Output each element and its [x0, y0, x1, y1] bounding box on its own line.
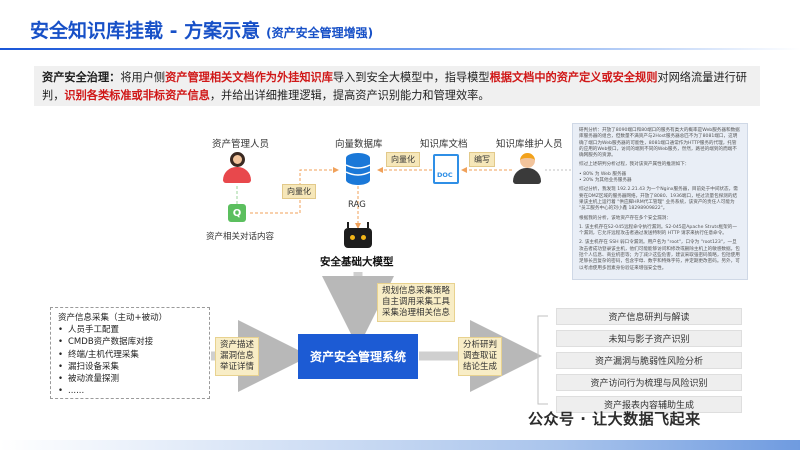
kb-maintainer-icon — [512, 153, 542, 185]
output-item: 资产报表内容辅助生成 — [556, 396, 742, 413]
database-icon — [345, 153, 371, 185]
input-note-line: 资产描述 — [220, 340, 255, 350]
analysis-note-line: 结论生成 — [463, 362, 498, 372]
chat-icon: Q — [228, 204, 246, 222]
asset-admin-icon — [222, 152, 252, 184]
collection-item: 人员手工配置 — [58, 324, 202, 336]
summary-highlight: 资产管理相关文档作为外挂知识库 — [165, 71, 333, 84]
summary-highlight: 识别各类标准或非标资产信息 — [64, 89, 210, 102]
info-paragraph: 1. 该主机存在S2-045远程命令执行漏洞。S2-045是Apache Str… — [579, 224, 737, 237]
info-paragraph: 根据我的分析，该地资产存在多个安全漏洞： — [579, 215, 671, 221]
collection-item: 被动流量探测 — [58, 373, 202, 385]
vectorize-right-tag: 向量化 — [386, 152, 420, 167]
collection-item: 漏扫设备采集 — [58, 361, 202, 373]
kb-doc-label: 知识库文档 — [420, 139, 468, 150]
strategy-line: 采集治理相关信息 — [382, 308, 451, 318]
strategy-note: 规划信息采集策略 自主调用采集工具 采集治理相关信息 — [377, 283, 456, 322]
summary-box: 资产安全治理：将用户侧资产管理相关文档作为外挂知识库导入到安全大模型中，指导模型… — [34, 66, 760, 106]
summary-text: 将用户侧 — [120, 71, 166, 84]
model-label: 安全基础大模型 — [320, 256, 394, 268]
watermark: 公众号 · 让大数据飞起来 — [528, 410, 701, 428]
kb-maintainer-label: 知识库维护人员 — [496, 139, 563, 150]
summary-text: ，并给出详细推理逻辑，提高资产识别能力和管理效率。 — [209, 89, 490, 102]
rag-label: RAG — [348, 200, 366, 210]
collection-item: 终端/主机代理采集 — [58, 349, 202, 361]
page-subtitle: (资产安全管理增强) — [266, 26, 374, 40]
asset-collection-box: 资产信息采集（主动+被动） 人员手工配置 CMDB资产数据库对接 终端/主机代理… — [50, 307, 210, 399]
strategy-line: 规划信息采集策略 — [382, 286, 451, 296]
title-divider — [0, 48, 800, 50]
analysis-output-panel: 研判分析：开放了8090端口和80端口的服务有类大的概率是Web服务器和数据库服… — [572, 123, 748, 280]
output-item: 资产访问行为梳理与风险识别 — [556, 374, 742, 391]
robot-icon — [344, 222, 372, 248]
collection-item: CMDB资产数据库对接 — [58, 336, 202, 348]
collection-title: 资产信息采集（主动+被动） — [58, 313, 168, 323]
output-item: 资产信息研判与解读 — [556, 308, 742, 325]
info-paragraph: 综过上述研判分析过程，我对该资产属性的推测如下： — [579, 162, 690, 168]
info-bullet: • 20% 为其他业务服务器 — [579, 178, 632, 184]
analysis-note: 分析研判 调查取证 结论生成 — [458, 337, 503, 376]
analysis-note-line: 分析研判 — [463, 340, 498, 350]
info-paragraph: 2. 该主机存在 SSH 弱口令漏洞。用户名为 "root"，口令为 "root… — [579, 240, 740, 271]
vectorize-left-tag: 向量化 — [282, 184, 316, 199]
write-tag: 编写 — [469, 152, 495, 167]
page-title: 安全知识库挂载 - 方案示意(资产安全管理增强) — [30, 20, 374, 42]
asset-security-system: 资产安全管理系统 — [298, 334, 418, 379]
summary-text: 对网络流量进行研判， — [42, 71, 747, 102]
summary-highlight: 根据文档中的资产定义或安全规则 — [489, 71, 658, 84]
vector-db-label: 向量数据库 — [335, 139, 383, 150]
collection-item: ...... — [58, 385, 202, 397]
summary-lead: 资产安全治理： — [42, 71, 121, 84]
strategy-line: 自主调用采集工具 — [382, 297, 451, 307]
input-note-line: 举证详情 — [220, 362, 255, 372]
input-note-line: 漏洞信息 — [220, 351, 255, 361]
output-item: 未知与影子资产识别 — [556, 330, 742, 347]
footer-bar — [0, 440, 800, 450]
document-icon: DOC — [433, 154, 459, 184]
info-paragraph: 综过分析，我发现 192.2.21.43 为一个Nginx服务器，目前处于中间状… — [579, 187, 738, 212]
input-note: 资产描述 漏洞信息 举证详情 — [215, 337, 260, 376]
analysis-note-line: 调查取证 — [463, 351, 498, 361]
summary-text: 导入到安全大模型中，指导模型 — [332, 71, 490, 84]
info-bullet: • 80% 为 Web 服务器 — [579, 171, 627, 177]
info-paragraph: 研判分析：开放了8090端口和80端口的服务有类大的概率是Web服务器和数据库服… — [579, 128, 740, 159]
output-item: 资产漏洞与脆弱性风险分析 — [556, 352, 742, 369]
asset-admin-label: 资产管理人员 — [212, 139, 270, 150]
chat-label: 资产相关对话内容 — [206, 232, 275, 242]
doc-icon-text: DOC — [437, 171, 453, 179]
